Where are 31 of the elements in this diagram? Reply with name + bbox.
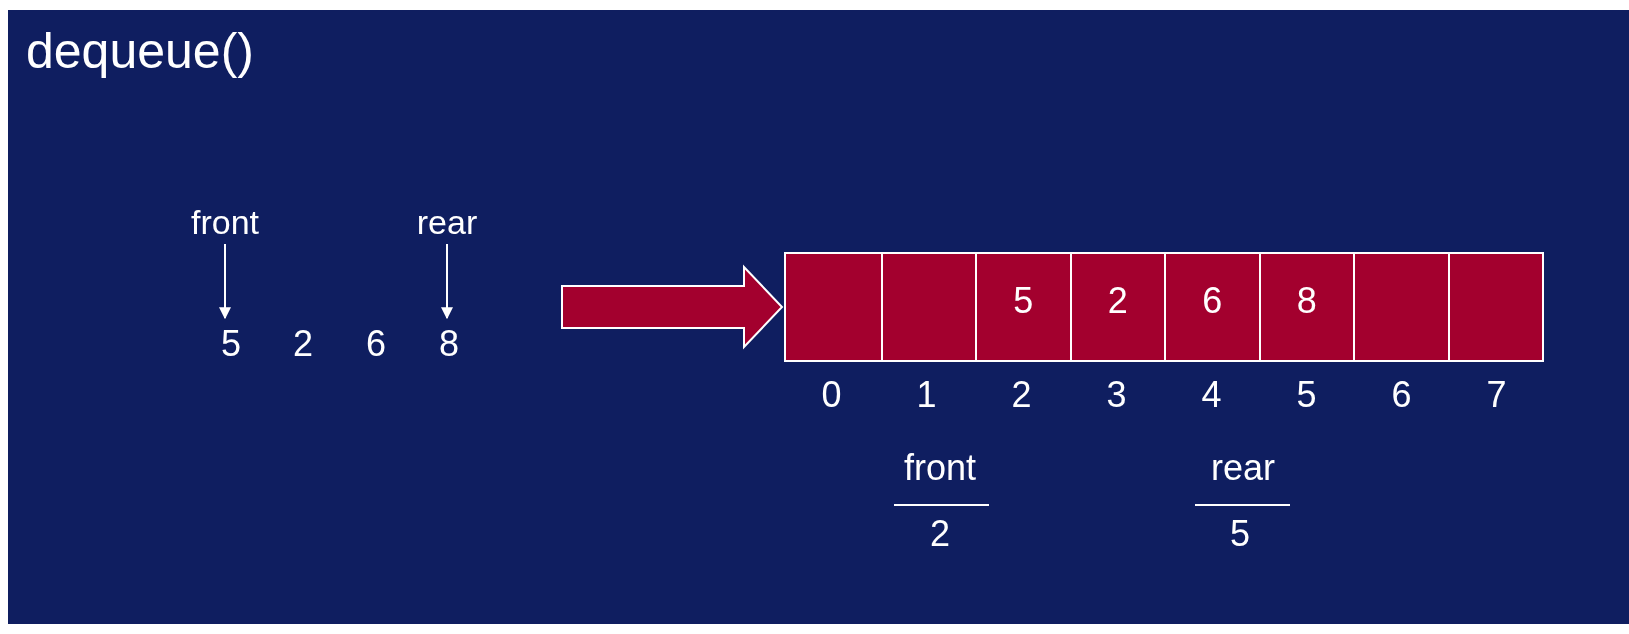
- array-box: [784, 252, 1544, 362]
- index-label: 3: [1105, 373, 1128, 417]
- array-cell: [1447, 254, 1542, 360]
- queue-value: 6: [356, 322, 396, 366]
- pointer-label: rear: [1210, 446, 1276, 490]
- array-cell: 6: [1164, 254, 1259, 360]
- pointer-label: front: [902, 446, 977, 490]
- index-label: 2: [1010, 373, 1033, 417]
- pointer-label: rear: [404, 200, 490, 244]
- array-cell: 2: [1069, 254, 1164, 360]
- pointer-value: 5: [1229, 512, 1251, 556]
- queue-value: 8: [429, 322, 469, 366]
- index-label: 7: [1485, 373, 1508, 417]
- array-cell: [1353, 254, 1448, 360]
- queue-value: 5: [211, 322, 251, 366]
- pointer-value: 2: [929, 512, 951, 556]
- index-label: 6: [1390, 373, 1413, 417]
- array-cell: [786, 254, 881, 360]
- index-label: 0: [820, 373, 843, 417]
- arrow: [219, 243, 231, 320]
- title: dequeue(): [26, 22, 254, 80]
- arrow: [441, 243, 453, 320]
- index-label: 4: [1200, 373, 1223, 417]
- index-label: 5: [1295, 373, 1318, 417]
- array-cell: [880, 254, 975, 360]
- array-cell: 8: [1258, 254, 1353, 360]
- array-cell: 5: [975, 254, 1070, 360]
- index-label: 1: [915, 373, 938, 417]
- block-arrow: [561, 264, 784, 350]
- queue-value: 2: [283, 322, 323, 366]
- pointer-label: front: [180, 200, 270, 244]
